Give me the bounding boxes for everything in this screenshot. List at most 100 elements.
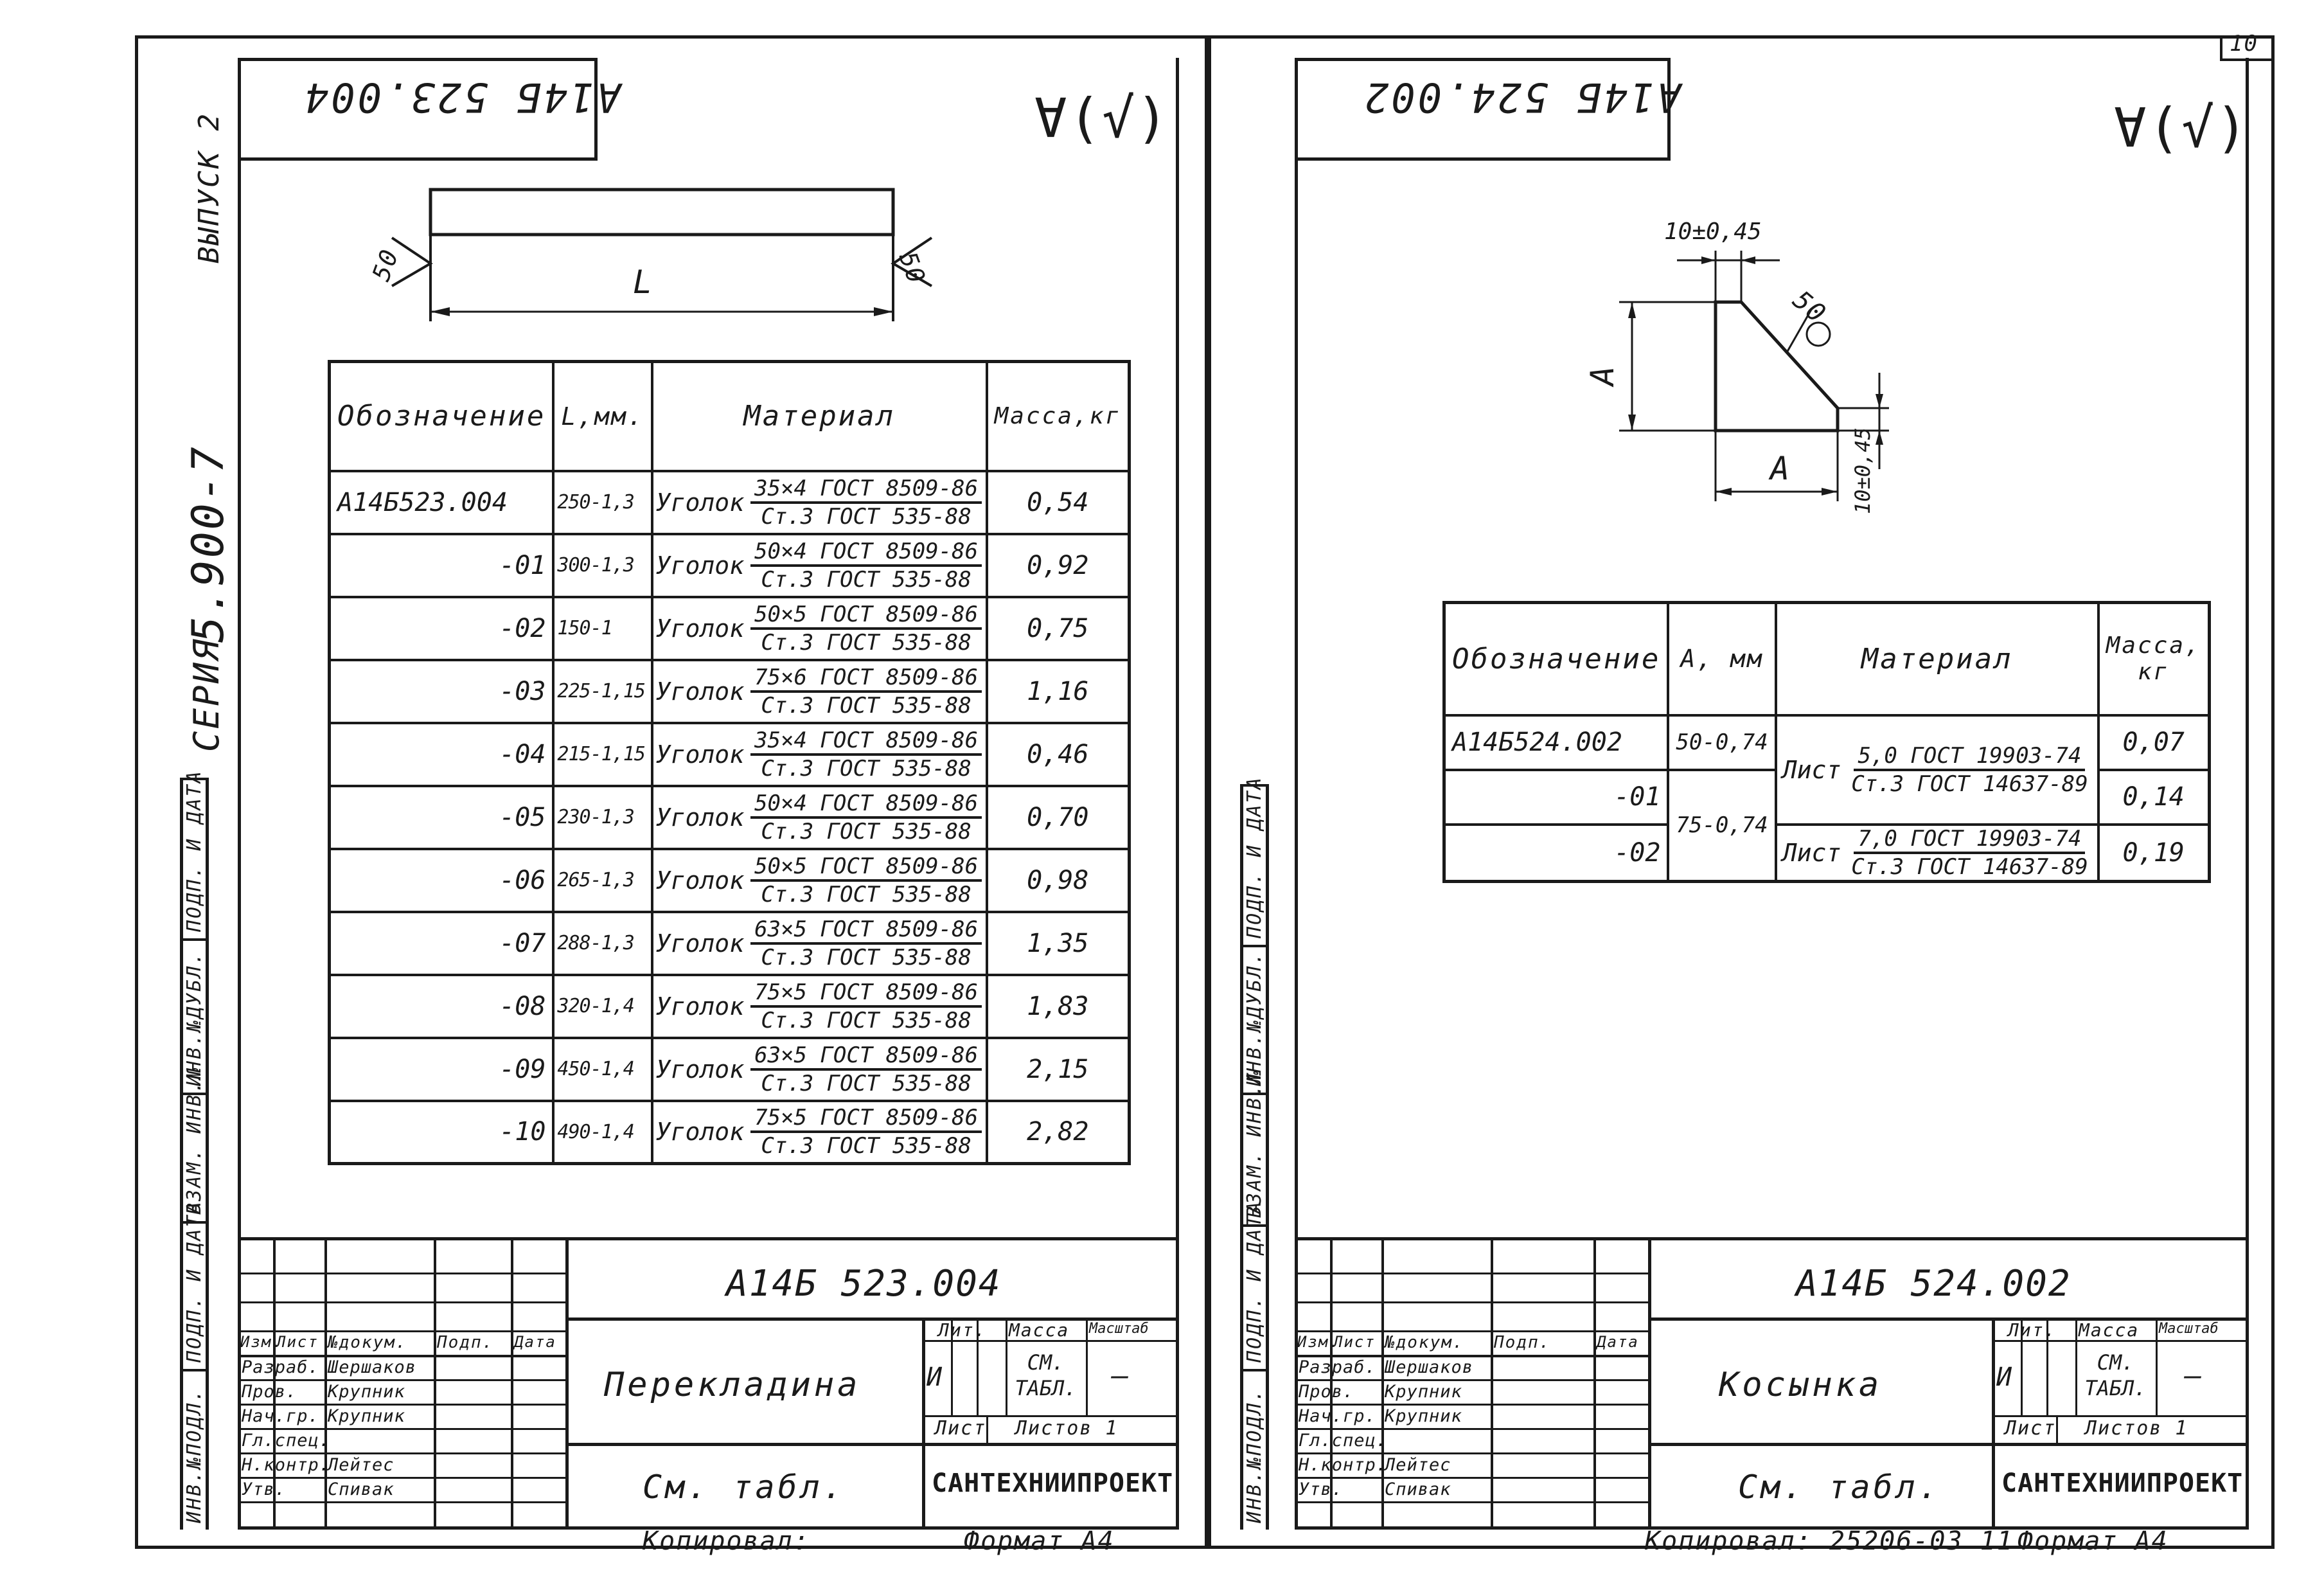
left-stamp-head-doc: №докум. (328, 1333, 407, 1352)
right-row2-mass: 0,19 (2097, 823, 2211, 882)
left-row-des: -09 (328, 1036, 555, 1102)
right-stamp-mass-value: СМ. ТАБЛ. (2084, 1350, 2147, 1400)
left-row-den: Ст.3 ГОСТ 535-88 (761, 692, 971, 719)
stamp-role: Н.контр. (1299, 1455, 1388, 1475)
left-row-num: 35×4 ГОСТ 8509-86 (750, 728, 982, 756)
stamp-person: Крупник (1385, 1382, 1462, 1402)
right-dim-a-bottom: А (1770, 450, 1791, 487)
left-row-word: Уголок (655, 866, 745, 895)
left-stamp-mass-value: СМ. ТАБЛ. (1015, 1350, 1077, 1400)
left-row-mass: 0,98 (985, 847, 1131, 913)
left-row-des: -03 (328, 658, 555, 724)
left-row-des: -10 (328, 1099, 555, 1165)
left-row-num: 50×5 ГОСТ 8509-86 (750, 602, 982, 630)
stamp-role: Разраб. (1299, 1357, 1376, 1377)
left-row-mass: 0,70 (985, 784, 1131, 850)
left-row-den: Ст.3 ГОСТ 535-88 (761, 1133, 971, 1159)
left-stamp-scale-label: Масштаб (1089, 1321, 1149, 1337)
margin-seria-value: 5.900-7 (183, 445, 234, 643)
right-stamp-lit-value: И (1996, 1362, 2014, 1392)
right-code-flipped: А14Б 524.002 (1362, 74, 1681, 121)
stamp-role: Нач.гр. (1299, 1406, 1376, 1426)
left-row-num: 35×4 ГОСТ 8509-86 (750, 476, 982, 504)
right-gusset-drawing (1619, 251, 1889, 501)
left-stamp: Изм. Лист №докум. Подп. Дата Разраб.Шерш… (238, 1237, 1179, 1530)
right-stamp-sheets-label: Листов 1 (2085, 1417, 2188, 1440)
right-stamp-head-list: Лист (1333, 1333, 1376, 1351)
left-stamp-head-data: Дата (514, 1333, 556, 1351)
left-th-mass: Масса,кг (985, 360, 1131, 472)
right-stamp-name: Косынка (1719, 1366, 1883, 1404)
stamp-role: Гл.спец. (242, 1431, 331, 1451)
right-roughness-mark: ∀(√) (2114, 96, 2249, 159)
left-code-flipped: А14Б 523.004 (302, 74, 621, 121)
left-row-len: 250-1,3 (552, 469, 653, 535)
left-row-mass: 1,35 (985, 910, 1131, 976)
stamp-person: Спивак (1385, 1479, 1451, 1499)
left-spec-table: Обозначение L,мм. Материал Масса,кг А14Б… (328, 360, 1131, 1165)
left-row-mass: 2,15 (985, 1036, 1131, 1102)
right-row2-den: Ст.3 ГОСТ 14637-89 (1851, 853, 2088, 880)
left-dim-L: L (633, 264, 654, 301)
left-row-len: 215-1,15 (552, 721, 653, 787)
right-dim-top: 10±0,45 (1664, 219, 1762, 245)
stamp-person: Крупник (328, 1406, 405, 1426)
right-stamp-org: САНТЕХНИИПРОЕКТ (2001, 1469, 2244, 1498)
right-row0-num: 5,0 ГОСТ 19903-74 (1854, 743, 2086, 771)
left-row-word: Уголок (655, 488, 745, 517)
left-row-den: Ст.3 ГОСТ 535-88 (761, 755, 971, 782)
left-row-den: Ст.3 ГОСТ 535-88 (761, 944, 971, 970)
stamp-person: Шершаков (1385, 1357, 1474, 1377)
right-stamp-head-izm: Изм. (1297, 1333, 1340, 1351)
left-stamp-mass-label: Масса (1009, 1319, 1070, 1341)
left-stamp-org: САНТЕХНИИПРОЕКТ (932, 1469, 1174, 1498)
left-row-num: 63×5 ГОСТ 8509-86 (750, 916, 982, 945)
stamp-person: Спивак (328, 1479, 395, 1499)
right-stamp-scale-value: — (2185, 1359, 2203, 1392)
right-th-mass: Масса, кг (2097, 601, 2211, 717)
left-row-len: 490-1,4 (552, 1099, 653, 1165)
left-row-word: Уголок (655, 1118, 745, 1147)
left-row-den: Ст.3 ГОСТ 535-88 (761, 1070, 971, 1096)
right-margin-vzam-inv: ВЗАМ. ИНВ.№ (1243, 1069, 1266, 1218)
left-th-material: Материал (650, 360, 988, 472)
left-row-mass: 0,46 (985, 721, 1131, 787)
left-row-len: 450-1,4 (552, 1036, 653, 1102)
right-stamp-code: А14Б 524.002 (1796, 1263, 2071, 1305)
left-row-num: 75×5 ГОСТ 8509-86 (750, 1105, 982, 1134)
left-stamp-head-podp: Подп. (437, 1333, 494, 1352)
stamp-role: Нач.гр. (242, 1406, 319, 1426)
right-stamp-head-podp: Подп. (1494, 1333, 1551, 1352)
stamp-role: Разраб. (242, 1357, 319, 1377)
left-stamp-scale-value: — (1112, 1359, 1130, 1392)
right-stamp: Изм. Лист №докум. Подп. Дата Разраб.Шерш… (1295, 1237, 2249, 1530)
left-row-des: -07 (328, 910, 555, 976)
left-row-des: -04 (328, 721, 555, 787)
left-th-designation: Обозначение (328, 360, 555, 472)
left-stamp-name: Перекладина (604, 1366, 861, 1404)
right-row0-des: А14Б524.002 (1442, 713, 1670, 771)
left-row-len: 150-1 (552, 595, 653, 661)
left-th-length: L,мм. (552, 360, 653, 472)
stamp-role: Утв. (242, 1479, 287, 1499)
left-row-mass: 1,83 (985, 973, 1131, 1039)
right-row0-a: 50-0,74 (1667, 713, 1777, 771)
stamp-person: Шершаков (328, 1357, 417, 1377)
stamp-person: Крупник (328, 1382, 405, 1402)
right-margin-podp-data-2: ПОДП. И ДАТА (1243, 1200, 1266, 1362)
right-stamp-mass-label: Масса (2079, 1319, 2140, 1341)
right-row2-word: Лист (1782, 838, 1841, 867)
